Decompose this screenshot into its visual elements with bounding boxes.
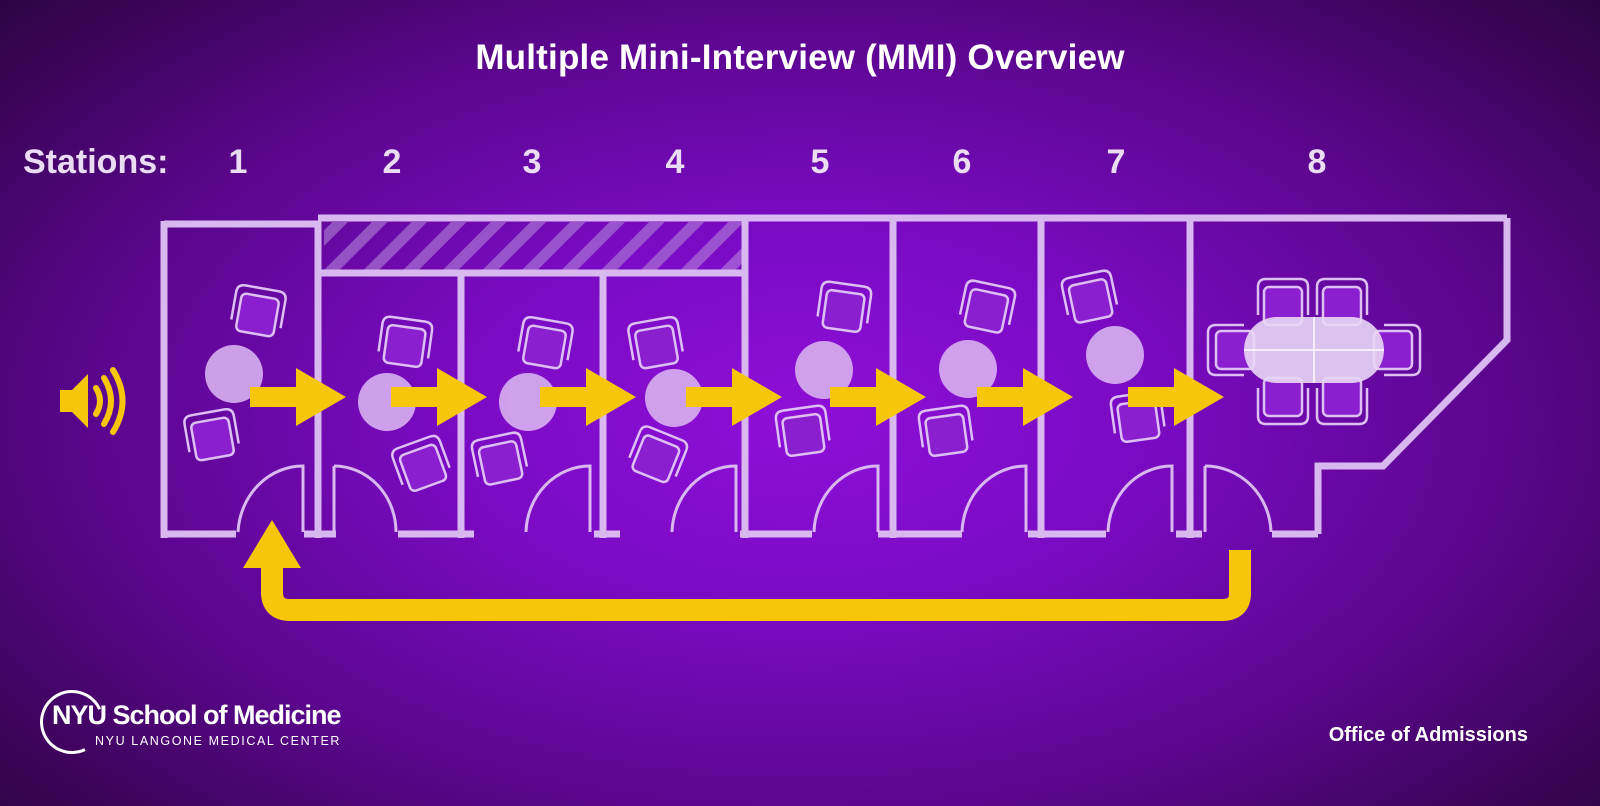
logo-sub-text: NYU LANGONE MEDICAL CENTER bbox=[95, 734, 342, 748]
station-number-6: 6 bbox=[952, 143, 972, 181]
chair-icon bbox=[391, 434, 451, 493]
hatched-corridor bbox=[324, 222, 744, 272]
nyu-logo: NYU School of Medicine NYU LANGONE MEDIC… bbox=[30, 680, 342, 764]
page-title: Multiple Mini-Interview (MMI) Overview bbox=[475, 38, 1125, 77]
door-icon bbox=[236, 464, 305, 533]
door-icon bbox=[524, 464, 592, 533]
chair-icon bbox=[377, 315, 434, 369]
arrow-right-icon bbox=[686, 368, 782, 426]
office-of-admissions: Office of Admissions bbox=[1328, 724, 1528, 746]
chair-icon bbox=[816, 280, 873, 334]
interviewer-icon bbox=[795, 341, 853, 399]
chair-icon bbox=[517, 315, 574, 370]
door-icon bbox=[1106, 464, 1174, 533]
chair-icon bbox=[958, 279, 1017, 334]
chair-icon bbox=[1060, 269, 1119, 324]
interviewer-icon bbox=[1086, 326, 1144, 384]
stations-label: Stations: bbox=[23, 143, 169, 181]
station-number-4: 4 bbox=[665, 143, 685, 181]
arrow-right-icon bbox=[977, 368, 1073, 426]
chair-icon bbox=[917, 404, 974, 458]
station-number-7: 7 bbox=[1106, 143, 1126, 181]
station-number-2: 2 bbox=[382, 143, 402, 181]
arrow-right-icon bbox=[250, 368, 346, 426]
table-icon bbox=[1244, 317, 1384, 383]
door-icon bbox=[1203, 464, 1273, 533]
arrow-right-icon bbox=[830, 368, 926, 426]
station-number-8: 8 bbox=[1307, 143, 1327, 181]
chair-icon bbox=[774, 404, 831, 458]
interviewer-icon bbox=[939, 340, 997, 398]
logo-main-text: NYU School of Medicine bbox=[52, 700, 342, 730]
station-number-5: 5 bbox=[810, 143, 830, 181]
door-icon bbox=[960, 464, 1028, 533]
chair-icon bbox=[627, 315, 684, 370]
door-icon bbox=[670, 464, 738, 533]
arrow-right-icon bbox=[391, 368, 487, 426]
interviewer-icon bbox=[645, 369, 703, 427]
interviewer-icon bbox=[205, 345, 263, 403]
speaker-sound-icon bbox=[60, 367, 126, 435]
station-number-1: 1 bbox=[228, 143, 248, 181]
door-icon bbox=[332, 464, 398, 533]
chair-icon bbox=[1256, 376, 1310, 426]
chair-icon bbox=[1315, 376, 1369, 426]
chair-icon bbox=[183, 407, 240, 462]
chair-icon bbox=[230, 283, 287, 338]
chair-icon bbox=[470, 431, 529, 486]
chair-icon bbox=[1206, 323, 1256, 377]
door-icon bbox=[812, 464, 880, 533]
return-arrow bbox=[243, 520, 1251, 621]
chair-icon bbox=[628, 425, 689, 484]
station-number-3: 3 bbox=[522, 143, 542, 181]
arrow-right-icon bbox=[1128, 368, 1224, 426]
arrow-right-icon bbox=[540, 368, 636, 426]
